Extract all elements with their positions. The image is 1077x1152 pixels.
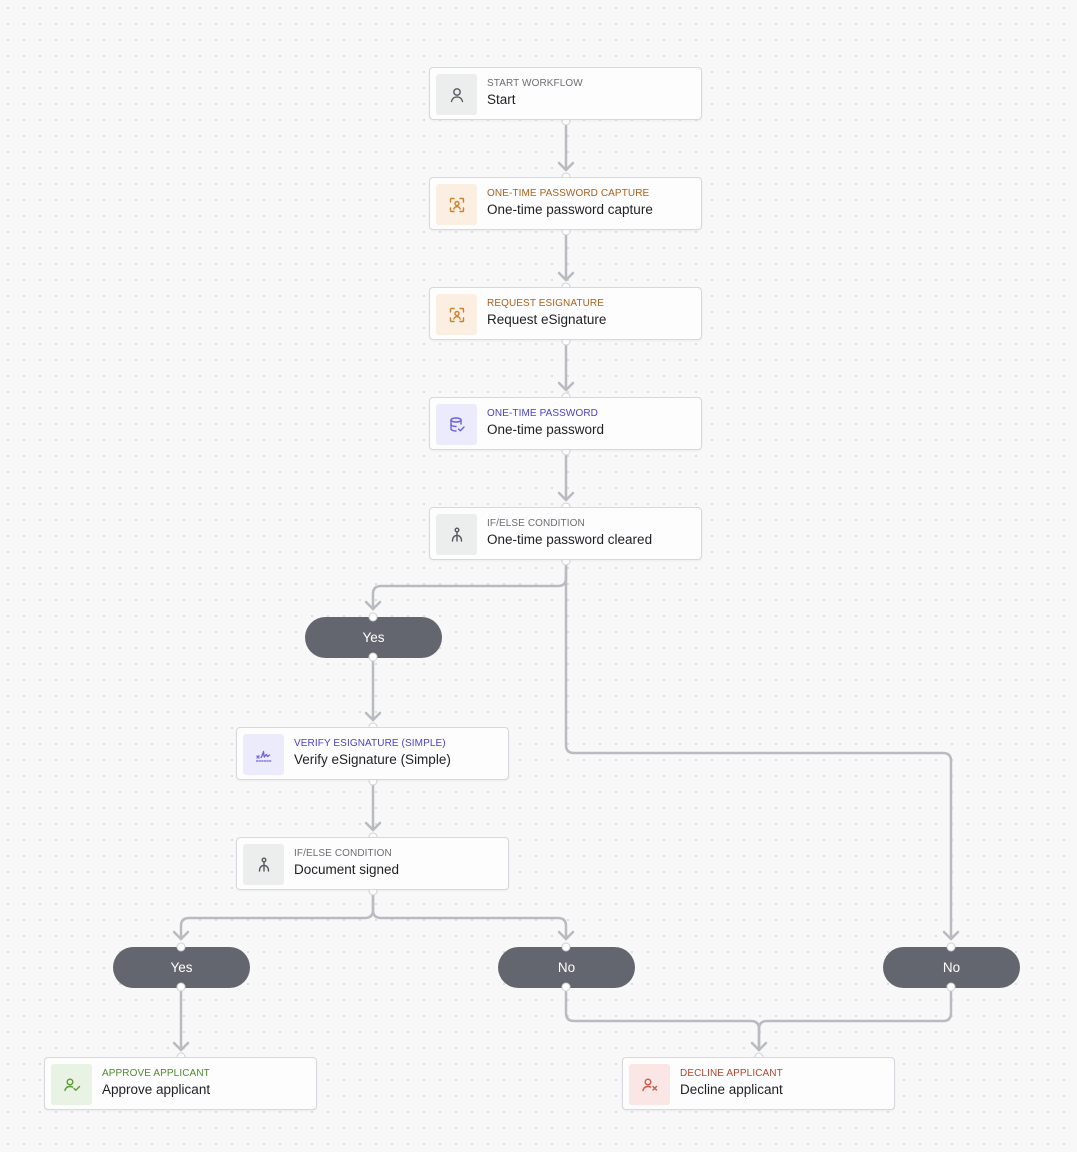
node-one-time-password[interactable]: ONE-TIME PASSWORD One-time password [429,397,702,450]
node-label: Request eSignature [487,312,607,327]
edge-doccond-yes [179,889,375,941]
branch-icon [436,514,477,555]
node-kind: ONE-TIME PASSWORD [487,408,598,419]
node-approve-applicant[interactable]: APPROVE APPLICANT Approve applicant [44,1057,317,1110]
arrowhead [557,161,575,172]
node-label: Decline applicant [680,1082,783,1097]
node-decline-applicant[interactable]: DECLINE APPLICANT Decline applicant [622,1057,895,1110]
node-condition-document-signed[interactable]: IF/ELSE CONDITION Document signed [236,837,509,890]
node-verify-esignature[interactable]: VERIFY ESIGNATURE (SIMPLE) Verify eSigna… [236,727,509,780]
node-kind: DECLINE APPLICANT [680,1068,783,1079]
edge-cond-otp-yes [371,559,568,611]
node-label: Approve applicant [102,1082,211,1097]
arrowhead [942,930,960,941]
user-check-icon [51,1064,92,1105]
node-request-esignature[interactable]: REQUEST ESIGNATURE Request eSignature [429,287,702,340]
arrowhead [557,271,575,282]
node-kind: VERIFY ESIGNATURE (SIMPLE) [294,738,446,749]
arrowhead [557,381,575,392]
database-check-icon [436,404,477,445]
node-label: Start [487,92,516,107]
node-kind: IF/ELSE CONDITION [294,848,392,859]
node-label: Document signed [294,862,400,877]
arrowhead [364,821,382,832]
node-label: One-time password cleared [487,532,653,547]
node-condition-otp-cleared[interactable]: IF/ELSE CONDITION One-time password clea… [429,507,702,560]
arrowhead [364,711,382,722]
branch-pill-doc-no[interactable]: No [498,947,635,988]
edge-doccond-no [371,889,568,941]
node-kind: ONE-TIME PASSWORD CAPTURE [487,188,650,199]
face-scan-icon [436,294,477,335]
face-scan-icon [436,184,477,225]
node-kind: REQUEST ESIGNATURE [487,298,605,309]
arrowhead [172,1041,190,1052]
arrowhead [557,491,575,502]
node-label: One-time password capture [487,202,653,217]
node-label: Verify eSignature (Simple) [294,752,451,767]
arrowhead [557,930,575,941]
arrowhead [750,1041,768,1052]
node-start[interactable]: START WORKFLOW Start [429,67,702,120]
signature-icon [243,734,284,775]
user-x-icon [629,1064,670,1105]
branch-pill-otp-no[interactable]: No [883,947,1020,988]
branch-pill-doc-yes[interactable]: Yes [113,947,250,988]
branch-pill-otp-yes[interactable]: Yes [305,617,442,658]
edge-cond-otp-no [564,559,953,941]
edge-no-decline-right [757,985,953,1052]
branch-icon [243,844,284,885]
node-kind: IF/ELSE CONDITION [487,518,585,529]
arrowhead [172,930,190,941]
arrowhead [364,600,382,611]
edge-no-decline-left [564,985,761,1052]
node-kind: START WORKFLOW [487,78,583,89]
node-label: One-time password [487,422,605,437]
node-kind: APPROVE APPLICANT [102,1068,210,1079]
user-icon [436,74,477,115]
node-otp-capture[interactable]: ONE-TIME PASSWORD CAPTURE One-time passw… [429,177,702,230]
